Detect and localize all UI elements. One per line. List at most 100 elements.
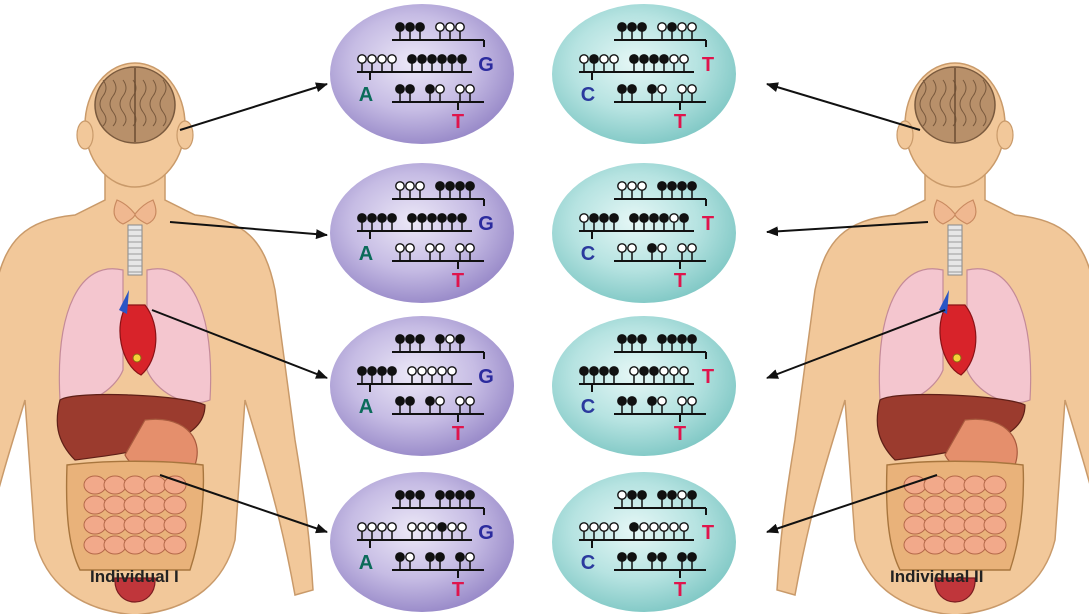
methylated-cpg [599, 213, 609, 223]
methylated-cpg [649, 54, 659, 64]
unmethylated-cpg [465, 84, 475, 94]
unmethylated-cpg [417, 522, 427, 532]
unmethylated-cpg [435, 22, 445, 32]
unmethylated-cpg [669, 54, 679, 64]
methylated-cpg [627, 22, 637, 32]
unmethylated-cpg [669, 522, 679, 532]
small-intestine-loop [903, 535, 927, 555]
snp-base-label: T [702, 54, 714, 76]
snp-base-label: T [452, 270, 464, 292]
unmethylated-cpg [627, 243, 637, 253]
brain-fold [969, 79, 977, 127]
methylated-cpg [647, 243, 657, 253]
heart-marker [132, 353, 142, 363]
methylated-cpg [637, 22, 647, 32]
methylated-cpg [387, 213, 397, 223]
methylated-cpg [589, 54, 599, 64]
methylated-cpg [405, 84, 415, 94]
right-lung-organ [966, 268, 1032, 404]
unmethylated-cpg [677, 243, 687, 253]
small-intestine-loop [943, 535, 967, 555]
methylated-cpg [609, 213, 619, 223]
methylated-cpg [437, 213, 447, 223]
unmethylated-cpg [637, 181, 647, 191]
organ-arrow [766, 221, 929, 237]
small-intestine-loop [123, 535, 147, 555]
unmethylated-cpg [415, 181, 425, 191]
organ-arrow [766, 82, 921, 131]
unmethylated-cpg [629, 366, 639, 376]
unmethylated-cpg [659, 366, 669, 376]
small-intestine-loop [123, 495, 147, 515]
brain-fold [959, 79, 967, 127]
methylated-cpg [405, 396, 415, 406]
snp-base-label: G [478, 522, 494, 544]
individual-2-label: Individual II [890, 567, 984, 586]
unmethylated-cpg [687, 396, 697, 406]
body-individual-1 [0, 62, 314, 614]
brain-fold [109, 79, 117, 127]
unmethylated-cpg [677, 396, 687, 406]
small-intestine-loop [123, 515, 147, 535]
methylated-cpg [617, 22, 627, 32]
methylated-cpg [579, 366, 589, 376]
small-intestine-loop [103, 535, 127, 555]
methylated-cpg [657, 181, 667, 191]
methylated-cpg [589, 213, 599, 223]
ear-shape [176, 120, 194, 150]
unmethylated-cpg [677, 490, 687, 500]
unmethylated-cpg [609, 522, 619, 532]
brain-fold [119, 79, 127, 127]
small-intestine-loop [163, 515, 187, 535]
methylated-cpg [417, 213, 427, 223]
snp-base-label: A [359, 552, 373, 574]
methylated-cpg [677, 552, 687, 562]
methylated-cpg [395, 22, 405, 32]
unmethylated-cpg [657, 84, 667, 94]
right-lung-organ [146, 268, 212, 404]
unmethylated-cpg [609, 54, 619, 64]
unmethylated-cpg [599, 54, 609, 64]
unmethylated-cpg [669, 366, 679, 376]
snp-base-label: T [452, 423, 464, 445]
snp-base-label: T [674, 423, 686, 445]
methylated-cpg [679, 213, 689, 223]
organ-arrow [151, 309, 328, 379]
methylated-cpg [667, 181, 677, 191]
brain-fold [99, 79, 107, 127]
methylated-cpg [435, 552, 445, 562]
small-intestine-loop [143, 515, 167, 535]
unmethylated-cpg [639, 522, 649, 532]
snp-base-label: T [702, 522, 714, 544]
thyroid-organ [933, 199, 977, 225]
ear-shape [996, 120, 1014, 150]
unmethylated-cpg [457, 522, 467, 532]
methylated-cpg [617, 552, 627, 562]
snp-base-label: C [581, 552, 595, 574]
unmethylated-cpg [357, 522, 367, 532]
unmethylated-cpg [407, 366, 417, 376]
unmethylated-cpg [427, 366, 437, 376]
methylated-cpg [677, 334, 687, 344]
methylated-cpg [687, 552, 697, 562]
brain-fold [159, 79, 167, 127]
unmethylated-cpg [367, 522, 377, 532]
body-individual-2 [776, 62, 1089, 614]
cell-left-thyroid: GAT [330, 163, 514, 303]
methylated-cpg [687, 334, 697, 344]
small-intestine-loop [983, 535, 1007, 555]
methylated-cpg [357, 366, 367, 376]
unmethylated-cpg [679, 522, 689, 532]
methylated-cpg [657, 490, 667, 500]
snp-base-label: G [478, 54, 494, 76]
small-intestine-loop [963, 475, 987, 495]
heart-marker [952, 353, 962, 363]
unmethylated-cpg [669, 213, 679, 223]
small-intestine-loop [923, 535, 947, 555]
methylated-cpg [687, 490, 697, 500]
methylated-cpg [657, 334, 667, 344]
methylated-cpg [415, 22, 425, 32]
methylated-cpg [437, 522, 447, 532]
organ-arrow [169, 221, 328, 240]
brain-fold [139, 79, 147, 127]
